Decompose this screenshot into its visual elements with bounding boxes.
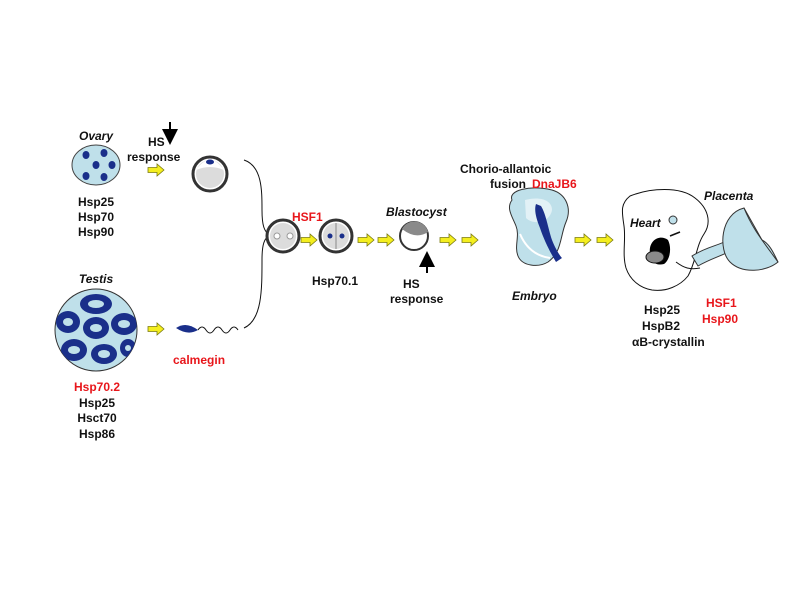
yellow-flow-arrow-icon <box>357 233 375 247</box>
ovary-organ <box>71 144 121 186</box>
yellow-flow-arrow-icon <box>377 233 395 247</box>
testis-protein: Hsp25 <box>78 396 116 410</box>
ovary-protein: Hsp70 <box>77 210 115 224</box>
heart-title: Heart <box>630 216 661 230</box>
yellow-flow-arrow-icon <box>574 233 592 247</box>
oocyte-cell <box>191 155 229 193</box>
testis-protein: Hsct70 <box>77 411 117 425</box>
zygote-cell <box>265 218 301 254</box>
response-label: response <box>390 292 444 306</box>
flow-arrows <box>147 163 614 336</box>
placenta-title: Placenta <box>704 189 754 203</box>
hsf1-label: HSF1 <box>292 210 323 224</box>
ovary-protein: Hsp90 <box>77 225 115 239</box>
yellow-flow-arrow-icon <box>461 233 479 247</box>
sperm-cell <box>176 324 239 334</box>
placenta-protein: Hsp90 <box>702 312 739 326</box>
chorio-allantoic-label: Chorio-allantoic <box>460 162 552 176</box>
placenta-protein: HSF1 <box>706 296 737 310</box>
testis-protein-red: Hsp70.2 <box>73 380 121 394</box>
testis-organ <box>54 288 138 372</box>
two-cell-embryo <box>318 218 354 254</box>
testis-title: Testis <box>78 272 114 286</box>
blastocyst-title: Blastocyst <box>386 205 447 219</box>
yellow-flow-arrow-icon <box>147 163 165 177</box>
heart-protein: Hsp25 <box>644 303 681 317</box>
fetus-figure <box>621 189 709 291</box>
ovary-protein: Hsp25 <box>77 195 115 209</box>
blastocyst-cell <box>399 221 429 251</box>
yellow-flow-arrow-icon <box>300 233 318 247</box>
yellow-flow-arrow-icon <box>596 233 614 247</box>
heart-protein: αB-crystallin <box>632 335 705 349</box>
placenta-figure <box>722 207 779 271</box>
embryo-title: Embryo <box>512 289 557 303</box>
fusion-label: fusion <box>490 177 526 191</box>
response-label: response <box>127 150 181 164</box>
testis-protein: Hsp86 <box>78 427 116 441</box>
ovary-title: Ovary <box>78 129 114 143</box>
yellow-flow-arrow-icon <box>439 233 457 247</box>
hs-label: HS <box>403 277 420 291</box>
right-brace-icon <box>243 159 272 329</box>
embryo-figure <box>509 187 569 266</box>
yellow-flow-arrow-icon <box>147 322 165 336</box>
hs-label: HS <box>148 135 165 149</box>
dnajb6-label: DnaJB6 <box>532 177 577 191</box>
heart-protein: HspB2 <box>642 319 681 333</box>
hsp70-1-label: Hsp70.1 <box>312 274 359 288</box>
calmegin-label: calmegin <box>173 353 226 367</box>
